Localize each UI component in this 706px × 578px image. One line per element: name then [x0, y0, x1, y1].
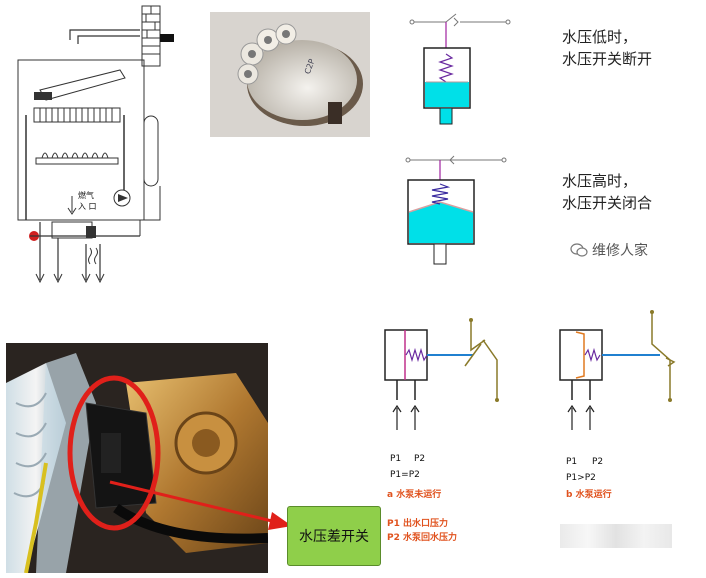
watermark: 维修人家	[570, 240, 648, 260]
diff-switch-text: 水压差开关	[299, 529, 369, 545]
low-pressure-diagram	[409, 13, 511, 125]
highlight-circle	[67, 375, 161, 531]
diagram-a-p1: P1	[390, 454, 402, 464]
boiler-schematic	[17, 5, 174, 284]
diagram-a-relation: P1=P2	[390, 470, 420, 480]
heat-exchanger	[33, 107, 121, 123]
water-level-high	[409, 202, 473, 243]
pressure-switch-photo: C2P	[210, 12, 370, 137]
high-pressure-line2: 水压开关闭合	[562, 194, 653, 212]
diagram-a-p2: P2	[414, 454, 426, 464]
diagram-a	[384, 318, 499, 430]
legend-p1: P1 出水口压力	[387, 519, 448, 529]
wechat-icon	[570, 243, 588, 257]
high-pressure-line1: 水压高时，	[562, 172, 638, 190]
blurred-area	[560, 524, 672, 548]
spring-a	[405, 347, 428, 363]
burner	[35, 152, 119, 165]
spring-high	[431, 183, 451, 205]
low-pressure-line1: 水压低时，	[562, 28, 638, 46]
diaphragm-b	[575, 331, 585, 379]
watermark-text: 维修人家	[592, 243, 648, 259]
diagram-b-p1: P1	[566, 457, 578, 467]
diagram-b-p2: P2	[592, 457, 604, 467]
high-pressure-diagram	[405, 155, 507, 265]
spring-b	[584, 347, 601, 363]
chimney	[141, 5, 174, 67]
installation-photo	[6, 343, 268, 573]
diff-switch-label: 水压差开关	[287, 506, 381, 566]
gas-inlet-label-1: 燃气	[78, 191, 94, 200]
water-level-low	[425, 82, 469, 107]
pointer-arrow	[109, 480, 292, 530]
gas-inlet-label-2: 入 口	[78, 202, 97, 211]
diagram-a-caption: a 水泵未运行	[387, 490, 442, 500]
low-pressure-line2: 水压开关断开	[562, 50, 653, 68]
legend-p2: P2 水泵回水压力	[387, 533, 457, 543]
diagram-b-caption: b 水泵运行	[566, 490, 612, 500]
diagram-b-relation: P1>P2	[566, 473, 596, 483]
diagram-b	[559, 310, 676, 430]
spring-low	[438, 53, 454, 83]
